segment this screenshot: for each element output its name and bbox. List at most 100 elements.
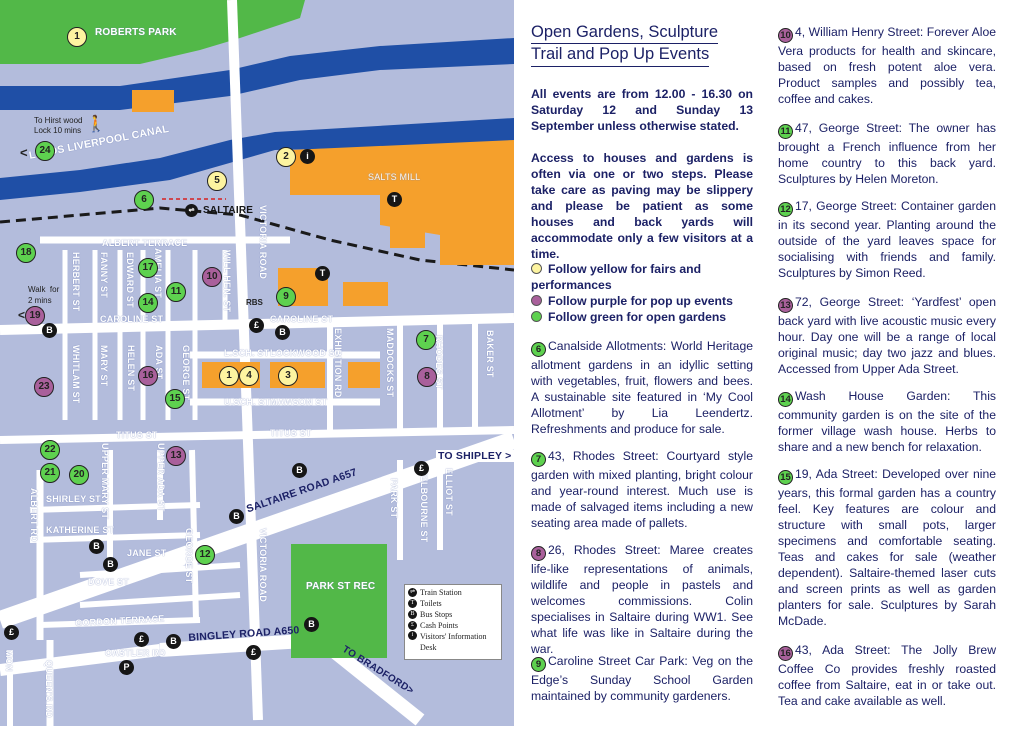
street-label: MON <box>4 650 14 672</box>
pin-green-20[interactable]: 20 <box>69 465 89 485</box>
bus-stop-icon[interactable]: B <box>229 509 244 524</box>
chevron-left-icon: < <box>20 145 28 160</box>
chevron-left-icon: < <box>18 308 26 322</box>
street-label: HELEN ST <box>126 345 136 392</box>
train-station-icon: ⇌ <box>408 588 417 597</box>
pin-yellow-5[interactable]: 5 <box>207 171 227 191</box>
cash-point-icon[interactable]: £ <box>249 318 264 333</box>
info-icon: i <box>408 631 417 640</box>
street-label: OASTLER RD <box>105 648 166 658</box>
street-label: DOVE ST <box>88 577 129 587</box>
toilet-icon[interactable]: T <box>315 266 330 281</box>
railway <box>0 206 514 272</box>
bus-stop-icon[interactable]: B <box>292 463 307 478</box>
saltaire-station-label: SALTAIRE <box>203 205 254 216</box>
green-number-icon: 12 <box>778 202 793 217</box>
pin-green-22[interactable]: 22 <box>40 440 60 460</box>
green-number-icon: 15 <box>778 470 793 485</box>
follow-yellow: Follow yellow for fairs and performances <box>531 262 702 292</box>
roberts-park-label: ROBERTS PARK <box>95 27 177 38</box>
street-label: ADA ST <box>154 345 164 380</box>
street-label: U.SCH. ST <box>224 397 271 407</box>
street-label: BAKER ST <box>485 330 495 378</box>
salts-mill-label: SALTS MILL <box>368 172 421 182</box>
river <box>0 38 514 110</box>
pin-purple-13[interactable]: 13 <box>166 446 186 466</box>
pin-purple-16[interactable]: 16 <box>138 366 158 386</box>
bus-stop-icon[interactable]: B <box>89 539 104 554</box>
street-label: CAROLINE ST <box>270 314 334 324</box>
pin-green-7[interactable]: 7 <box>416 330 436 350</box>
toilet-icon[interactable]: T <box>387 192 402 207</box>
follow-green: Follow green for open gardens <box>531 309 753 325</box>
street-label: GEORGE ST <box>184 528 194 584</box>
pin-yellow-3[interactable]: 3 <box>278 366 298 386</box>
pin-green-18[interactable]: 18 <box>16 243 36 263</box>
pin-yellow-2[interactable]: 2 <box>276 147 296 167</box>
pin-yellow-4[interactable]: 4 <box>239 366 259 386</box>
building <box>132 90 174 112</box>
street-label: CAROLINE ST <box>100 314 164 324</box>
train-station-icon: ⇌ <box>185 204 198 217</box>
bus-stop-icon[interactable]: B <box>42 323 57 338</box>
parking-icon[interactable]: P <box>119 660 134 675</box>
cash-point-icon[interactable]: £ <box>246 645 261 660</box>
pin-yellow-1[interactable]: 1 <box>219 366 239 386</box>
pin-green-24[interactable]: 24 <box>35 141 55 161</box>
pin-purple-19[interactable]: 19 <box>25 306 45 326</box>
bus-stop-icon[interactable]: B <box>275 325 290 340</box>
legend-cash: £Cash Points <box>408 620 498 631</box>
street-label: WILL HEN. ST <box>222 250 232 313</box>
pin-purple-23[interactable]: 23 <box>34 377 54 397</box>
events-text-panel: Open Gardens, Sculpture Trail and Pop Up… <box>514 0 1023 734</box>
park-st-rec-label: PARK ST REC <box>306 581 376 592</box>
street-label: UPPER ADA ST <box>156 443 166 512</box>
street-label: L.SCH. ST <box>224 348 270 358</box>
green-number-icon: 9 <box>531 657 546 672</box>
cash-point-icon[interactable]: £ <box>4 625 19 640</box>
street-label: KATHERINE ST <box>46 525 115 535</box>
street-label: JANE ST <box>127 548 167 558</box>
bus-stop-icon[interactable]: B <box>103 557 118 572</box>
pin-green-17[interactable]: 17 <box>138 258 158 278</box>
cash-point-icon[interactable]: £ <box>134 632 149 647</box>
street-label: ELLIOT ST <box>444 468 454 516</box>
pin-green-12[interactable]: 12 <box>195 545 215 565</box>
pin-purple-8[interactable]: 8 <box>417 367 437 387</box>
saltaire-map[interactable]: ROBERTS PARK LEEDS LIVERPOOL CANAL To Hi… <box>0 0 514 734</box>
bus-stop-icon[interactable]: B <box>304 617 319 632</box>
pin-purple-10[interactable]: 10 <box>202 267 222 287</box>
green-number-icon: 11 <box>778 124 793 139</box>
park-st-rec-area <box>291 544 387 658</box>
pin-green-9[interactable]: 9 <box>276 287 296 307</box>
purple-number-icon: 10 <box>778 28 793 43</box>
pin-yellow-1[interactable]: 1 <box>67 27 87 47</box>
cash-point-icon[interactable]: £ <box>414 461 429 476</box>
pin-green-21[interactable]: 21 <box>40 463 60 483</box>
pin-green-11[interactable]: 11 <box>166 282 186 302</box>
pin-green-14[interactable]: 14 <box>138 293 158 313</box>
salts-mill-building <box>290 140 514 265</box>
pin-green-15[interactable]: 15 <box>165 389 185 409</box>
hirst-wood-label: To Hirst wood Lock 10 mins <box>34 116 83 135</box>
info-icon[interactable]: i <box>300 149 315 164</box>
street-label: QUEEN'S RD <box>44 660 54 718</box>
bus-stop-icon: B <box>408 610 417 619</box>
rbs-label: RBS <box>246 298 263 307</box>
toilet-icon: T <box>408 599 417 608</box>
bus-stop-icon[interactable]: B <box>166 634 181 649</box>
pin-green-6[interactable]: 6 <box>134 190 154 210</box>
street-label: LOCKWOOD ST <box>270 348 341 358</box>
street-label: WHITLAM ST <box>71 345 81 404</box>
green-number-icon: 6 <box>531 342 546 357</box>
